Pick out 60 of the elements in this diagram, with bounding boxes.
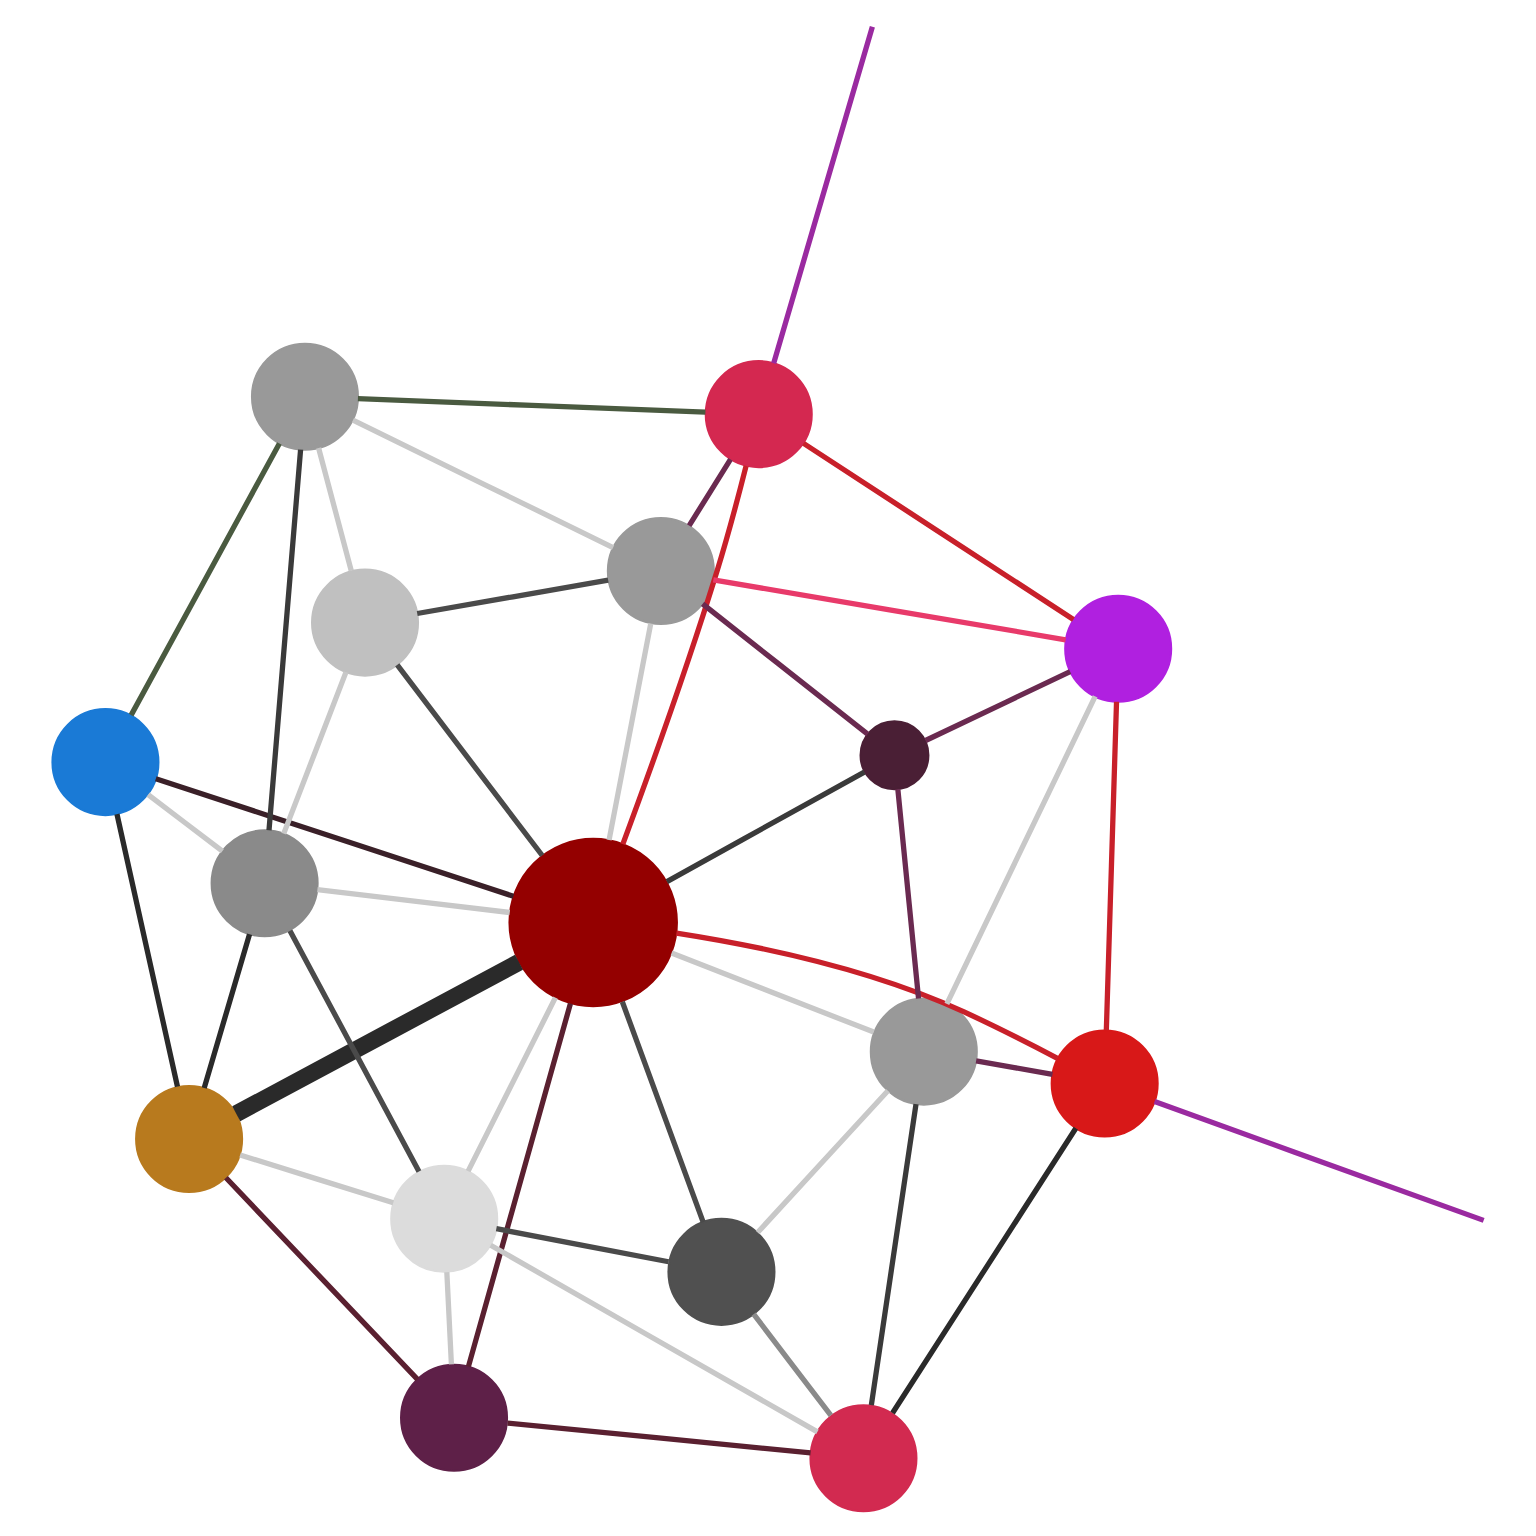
connector xyxy=(699,601,869,737)
connector xyxy=(750,1312,832,1418)
node-circle xyxy=(808,1404,917,1513)
node-circle xyxy=(1049,1029,1158,1138)
connector xyxy=(605,622,653,841)
node-circle xyxy=(310,568,419,677)
connector xyxy=(464,996,557,1173)
connector xyxy=(464,1002,572,1368)
connector xyxy=(145,792,223,854)
connector xyxy=(801,441,1074,622)
node-circle xyxy=(134,1085,243,1194)
connector xyxy=(675,930,1058,1061)
connector xyxy=(316,886,510,916)
connector xyxy=(394,663,544,858)
connector xyxy=(943,695,1097,1005)
connector xyxy=(1102,701,1119,1031)
connector xyxy=(200,933,252,1089)
connector xyxy=(894,789,921,999)
connector xyxy=(619,465,748,845)
connector xyxy=(223,1175,419,1382)
connector xyxy=(238,1152,394,1206)
node-circle xyxy=(249,342,358,451)
connector xyxy=(280,671,348,835)
connector xyxy=(265,449,303,831)
connector xyxy=(356,396,705,415)
connector xyxy=(286,929,421,1173)
connector xyxy=(923,669,1071,743)
connector xyxy=(867,1103,918,1406)
connector xyxy=(974,1058,1052,1077)
connector xyxy=(494,1226,669,1265)
connector xyxy=(113,813,180,1088)
node-circle xyxy=(666,1217,775,1326)
connector xyxy=(443,1272,454,1365)
node-circle xyxy=(605,516,714,625)
node-circle xyxy=(703,360,812,469)
connector xyxy=(685,458,732,527)
connector xyxy=(711,577,1066,643)
node-circle xyxy=(1063,594,1172,703)
connector xyxy=(1152,1099,1484,1223)
node-circle xyxy=(209,829,318,938)
node-circle xyxy=(399,1363,508,1472)
node-circle xyxy=(868,997,977,1106)
connector xyxy=(231,954,522,1122)
node-circle xyxy=(858,720,929,791)
connector xyxy=(415,577,608,617)
node-circle xyxy=(507,837,677,1008)
node-circle xyxy=(50,708,159,817)
connector xyxy=(669,950,874,1035)
connector xyxy=(488,1242,818,1435)
connector xyxy=(506,1420,810,1456)
connector xyxy=(127,442,281,717)
connector xyxy=(770,25,874,364)
connector xyxy=(154,776,514,899)
connector xyxy=(889,1126,1078,1415)
node-circle xyxy=(389,1164,498,1273)
connector xyxy=(315,447,353,572)
connector xyxy=(664,769,865,884)
connector xyxy=(754,1088,889,1235)
connector xyxy=(618,1000,705,1223)
connector xyxy=(350,417,614,550)
